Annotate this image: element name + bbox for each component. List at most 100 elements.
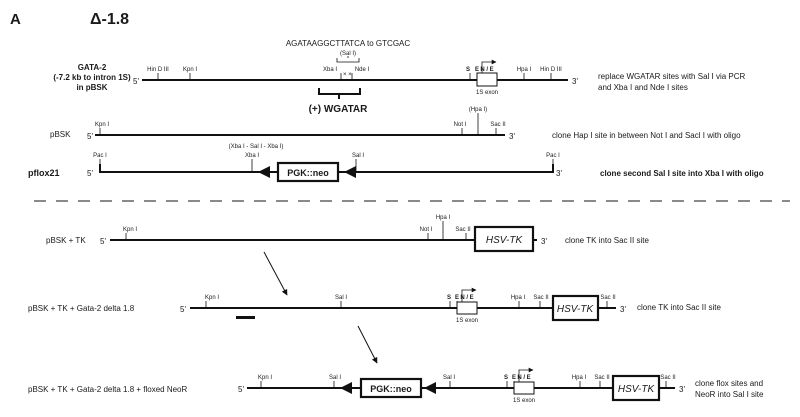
row6-site-sali-right: Sal I xyxy=(443,375,455,381)
row2-description: clone Hap I site in between Not I and Sa… xyxy=(552,131,741,140)
row6-hsv-tk-label: HSV-TK xyxy=(618,384,656,395)
row6-loxp-left-icon xyxy=(340,382,352,394)
row1-site-ndei: Nde I xyxy=(355,67,370,73)
row6-exon-box xyxy=(513,381,535,395)
row6-description-line1: clone flox sites and xyxy=(695,379,763,388)
row-pbsk: pBSK 5' 3' Kpn I (Hpa I) Not I Sac II cl… xyxy=(50,107,741,141)
row1-name-line2: (-7.2 kb to intron 1S) xyxy=(53,73,131,82)
row2-end5: 5' xyxy=(87,132,93,141)
row1-site-kpni: Kpn I xyxy=(183,67,197,73)
row1-end5: 5' xyxy=(133,77,139,86)
row3-site-paci-right: Pac I xyxy=(546,153,560,159)
row5-end5: 5' xyxy=(180,305,186,314)
row1-sal-label: (Sal I) xyxy=(340,51,356,57)
row6-pgk-neo-box xyxy=(359,377,423,399)
row3-name: pflox21 xyxy=(28,168,60,178)
row5-end3: 3' xyxy=(620,305,626,314)
row6-site-sacii-right: Sac II xyxy=(660,375,676,381)
row-pflox21: pflox21 5' 3' Pac I (Xba I - Sal I - Xba… xyxy=(28,144,764,183)
row5-site-s: S xyxy=(447,295,451,301)
row6-exon-box-label: N / E xyxy=(517,375,530,381)
row3-loxp-left-icon xyxy=(258,166,270,178)
row1-site-e: E xyxy=(475,67,479,73)
row6-loxp-right-icon xyxy=(424,382,436,394)
row6-end3: 3' xyxy=(679,385,685,394)
row4-end5: 5' xyxy=(100,237,106,246)
row1-site-xbai: Xba I xyxy=(323,67,337,73)
row4-site-hpai: Hpa I xyxy=(436,215,451,221)
row5-site-sacii-left: Sac II xyxy=(533,295,549,301)
row1-exon-box xyxy=(476,72,498,87)
row1-exon-label: 1S exon xyxy=(476,90,498,96)
row3-site-sali: Sal I xyxy=(352,153,364,159)
row3-site-xbai: Xba I xyxy=(245,153,259,159)
row4-site-noti: Not I xyxy=(420,227,433,233)
row2-site-noti: Not I xyxy=(454,122,467,128)
row4-name: pBSK + TK xyxy=(46,236,86,245)
row2-end3: 3' xyxy=(509,132,515,141)
row6-site-s: S xyxy=(504,375,508,381)
row1-site-s: S xyxy=(466,67,470,73)
row2-site-sacii: Sac II xyxy=(490,122,506,128)
row6-hsv-tk-box xyxy=(611,374,661,402)
row5-exon-box xyxy=(456,301,478,315)
row2-name: pBSK xyxy=(50,130,71,139)
row3-site-paci-left: Pac I xyxy=(93,153,107,159)
row1-sequence-label: AGATAAGGCTTATCA to GTCGAC xyxy=(286,39,411,48)
row3-loxp-right-icon xyxy=(344,166,356,178)
row5-hsv-tk-label: HSV-TK xyxy=(557,304,595,315)
row-gata2-pbsk: AGATAAGGCTTATCA to GTCGAC (Sal I) GATA-2… xyxy=(53,39,745,115)
row-pbsk-tk: pBSK + TK 5' 3' Kpn I Hpa I Not I Sac II… xyxy=(46,215,649,253)
row-pbsk-tk-gata2: pBSK + TK + Gata-2 delta 1.8 5' 3' Kpn I… xyxy=(28,287,721,324)
row6-site-e: E xyxy=(512,375,516,381)
row3-end3: 3' xyxy=(556,169,562,178)
row4-hsv-tk-box xyxy=(473,225,535,253)
row-pbsk-tk-gata2-neor: pBSK + TK + Gata-2 delta 1.8 + floxed Ne… xyxy=(28,367,764,404)
row5-name: pBSK + TK + Gata-2 delta 1.8 xyxy=(28,304,135,313)
row1-name-line3: in pBSK xyxy=(76,83,107,92)
row5-site-e: E xyxy=(455,295,459,301)
diagram-title: Δ-1.8 xyxy=(90,11,129,28)
row3-description: clone second Sal I site into Xba I with … xyxy=(600,169,764,178)
flow-arrow-2 xyxy=(357,325,378,364)
row6-name: pBSK + TK + Gata-2 delta 1.8 + floxed Ne… xyxy=(28,385,188,394)
row3-pgk-neo-label: PGK::neo xyxy=(287,168,329,178)
row3-site-xba-sal-xba: (Xba I - Sal I - Xba I) xyxy=(229,144,284,150)
row1-site-hindiii-right: Hin D III xyxy=(540,67,562,73)
row6-site-kpni: Kpn I xyxy=(258,375,272,381)
row6-end5: 5' xyxy=(238,385,244,394)
flow-arrow-1 xyxy=(263,251,288,296)
row3-pgk-neo-box xyxy=(276,161,340,183)
row4-site-sacii: Sac II xyxy=(455,227,471,233)
row1-description-line1: replace WGATAR sites with Sal I via PCR xyxy=(598,72,746,81)
row1-site-hindiii-left: Hin D III xyxy=(147,67,169,73)
row3-end5: 5' xyxy=(87,169,93,178)
row6-site-sali-left: Sal I xyxy=(329,375,341,381)
row5-site-hpai: Hpa I xyxy=(511,295,526,301)
row5-site-kpni: Kpn I xyxy=(205,295,219,301)
row1-name-line1: GATA-2 xyxy=(78,63,107,72)
row4-site-kpni: Kpn I xyxy=(123,227,137,233)
row2-site-kpni: Kpn I xyxy=(95,122,109,128)
row1-wgatar-marks: × × xyxy=(343,72,352,78)
row1-site-hpai: Hpa I xyxy=(517,67,532,73)
row6-description-line2: NeoR into Sal I site xyxy=(695,390,764,399)
row5-exon-label: 1S exon xyxy=(456,318,478,324)
row4-hsv-tk-label: HSV-TK xyxy=(486,235,524,246)
row2-site-hpai: (Hpa I) xyxy=(469,107,487,113)
row6-site-hpai: Hpa I xyxy=(572,375,587,381)
row5-hsv-tk-box xyxy=(551,294,600,322)
row1-end3: 3' xyxy=(572,77,578,86)
row4-end3: 3' xyxy=(541,237,547,246)
row1-description-line2: and Xba I and Nde I sites xyxy=(598,83,688,92)
row1-wgatar-label: (+) WGATAR xyxy=(309,104,369,115)
row5-description: clone TK into Sac II site xyxy=(637,303,721,312)
row6-exon-label: 1S exon xyxy=(513,398,535,404)
row5-exon-box-label: N / E xyxy=(460,295,473,301)
row1-exon-box-label: N / E xyxy=(480,67,493,73)
row4-description: clone TK into Sac II site xyxy=(565,236,649,245)
row5-probe-bar xyxy=(236,316,255,319)
row6-site-sacii-left: Sac II xyxy=(594,375,610,381)
row6-pgk-neo-label: PGK::neo xyxy=(370,384,412,394)
